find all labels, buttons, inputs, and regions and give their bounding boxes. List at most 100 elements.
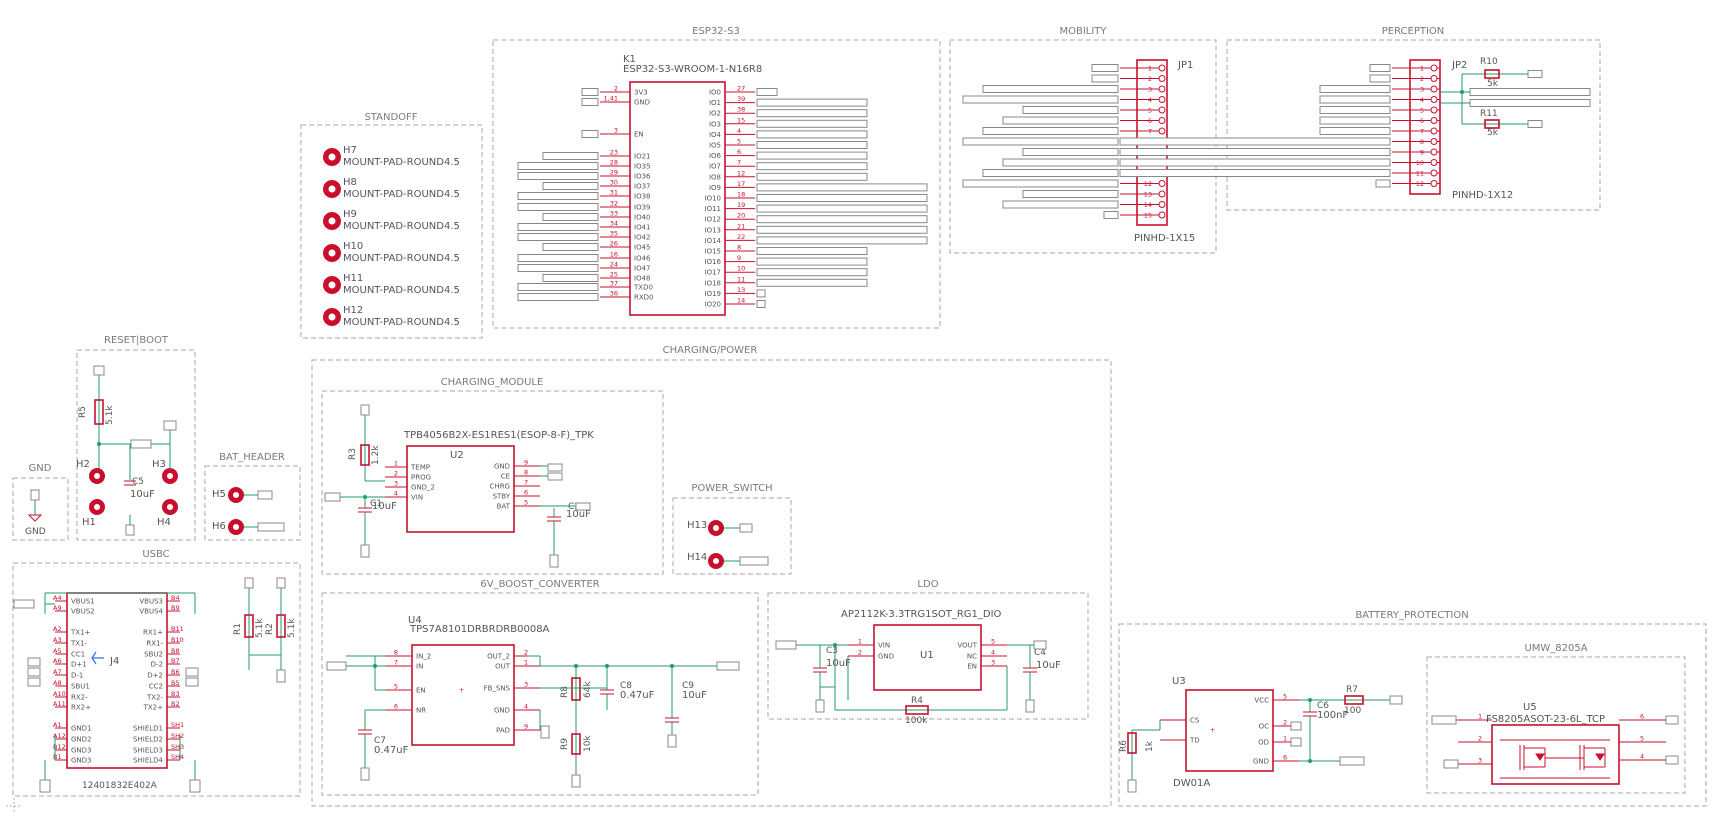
- junction-dot: [363, 495, 367, 499]
- junction-dot: [1308, 698, 1312, 702]
- net-label: [1527, 70, 1543, 78]
- j4-ref: J4: [109, 656, 119, 667]
- mount-hole-center: [328, 281, 336, 289]
- power-switch: H13 H14: [687, 520, 769, 569]
- frame-usbc: USBC: [12, 549, 301, 797]
- junction-dot: [373, 664, 377, 668]
- pin-name: GND_2: [411, 484, 435, 492]
- pin-socket: [1430, 169, 1438, 177]
- pin-name: IO39: [634, 204, 650, 212]
- r2-value: 5.1k: [287, 618, 297, 638]
- pin-number: 8: [394, 649, 398, 657]
- net-label: [27, 667, 41, 677]
- net-label: [1443, 759, 1459, 769]
- pin-number: 3: [1148, 86, 1152, 94]
- u4-value: TPS7A8101DRBRDRB0008A: [409, 624, 550, 635]
- usbc-left-pins: VBUS1A4VBUS2A9TX1+A2TX1-A3CC1A5D+1A6D-1A…: [53, 594, 95, 765]
- pin-number: 1,41: [604, 95, 618, 103]
- pin-name: GND1: [71, 725, 92, 733]
- pin-number: 2: [1420, 75, 1424, 83]
- net-label: [1119, 158, 1391, 167]
- pin-name: TD: [1189, 737, 1200, 745]
- pin-number: 32: [610, 200, 618, 208]
- pin-number: 4: [991, 649, 995, 657]
- pin-number: A12: [53, 732, 66, 740]
- jp2-ref: JP2: [1451, 60, 1467, 71]
- pin-name: GND: [494, 707, 510, 715]
- pin-number: 4: [1640, 753, 1644, 761]
- pin-number: A5: [53, 647, 62, 655]
- r3-ref: R3: [348, 448, 358, 460]
- pin-name: TX1+: [70, 629, 91, 637]
- esp32-ref: K1: [623, 54, 636, 65]
- net-label: [542, 243, 599, 251]
- pin-number: 4: [524, 703, 528, 711]
- pin-socket: [1430, 75, 1438, 82]
- pin-name: IO38: [634, 193, 650, 201]
- pin-number: 34: [610, 220, 618, 228]
- pin-number: 31: [610, 189, 618, 197]
- frame-boost: 6V_BOOST_CONVERTER: [321, 579, 759, 796]
- net-label: [517, 192, 599, 200]
- pin-number: 30: [610, 179, 618, 187]
- frame-title-boost: 6V_BOOST_CONVERTER: [480, 579, 599, 590]
- pin-name: GND3: [71, 747, 92, 755]
- net-label: [163, 420, 177, 431]
- pin-name: IO41: [634, 224, 650, 232]
- frame-title-umw-8205a: UMW_8205A: [1524, 643, 1587, 654]
- u2-ref: U2: [450, 450, 464, 461]
- pin-number: 7: [1148, 128, 1152, 136]
- net-label: [756, 141, 868, 149]
- frame-title-charging-power: CHARGING/POWER: [663, 345, 758, 356]
- pin-number: 1: [1420, 65, 1424, 73]
- pin-number: 3: [614, 127, 618, 135]
- pin-number: 33: [610, 210, 618, 218]
- pin-number: B4: [171, 594, 180, 602]
- pin-name: VCC: [1254, 697, 1269, 705]
- pin-number: 2: [524, 649, 528, 657]
- net-label: [756, 289, 766, 298]
- r7-value: 100: [1344, 706, 1361, 716]
- mount-hole-ref: H11: [343, 273, 363, 284]
- pin-number: 13: [737, 286, 745, 294]
- pin-name: 3V3: [634, 89, 648, 97]
- pin-number: 7: [524, 479, 528, 487]
- c7-value: 0.47uF: [374, 745, 409, 756]
- frame-gnd: GND: [12, 463, 69, 541]
- resistor-r11: R11 5k: [1462, 109, 1528, 138]
- pin-number: 8: [524, 469, 528, 477]
- mount-hole-ref: H9: [343, 209, 357, 220]
- frame-title-mobility: MOBILITY: [1059, 26, 1107, 37]
- r11-value: 5k: [1487, 128, 1499, 138]
- frame-title-ldo: LDO: [917, 579, 938, 590]
- pin-number: B11: [171, 625, 184, 633]
- net-label: [962, 137, 1119, 146]
- pin-number: 1: [524, 659, 528, 667]
- pin-number: B10: [171, 636, 184, 644]
- pin-number: 27: [737, 85, 745, 93]
- pin-number: 21: [737, 222, 745, 230]
- pin-number: 2: [614, 85, 618, 93]
- pin-name: D-1: [71, 672, 83, 680]
- pin-number: 8: [737, 244, 741, 252]
- net-label: [1431, 715, 1457, 725]
- pin-name: VIN: [878, 642, 890, 650]
- r10-value: 5k: [1487, 79, 1499, 89]
- pin-name: IO21: [634, 153, 650, 161]
- pin-name: D-2: [151, 661, 163, 669]
- pin-number: 7: [1420, 128, 1424, 136]
- junction-dot: [1460, 90, 1464, 94]
- net-label: [756, 162, 868, 171]
- net-label: [1369, 64, 1391, 72]
- pin-name: VOUT: [957, 642, 977, 650]
- pin-socket: [1158, 75, 1166, 82]
- mount-hole-ref: H10: [343, 241, 363, 252]
- pin-number: 12: [1144, 180, 1152, 188]
- pin-number: 1: [1148, 65, 1152, 73]
- pin-number: B6: [171, 668, 180, 676]
- r8-value: 64k: [583, 681, 593, 698]
- net-label: [1319, 85, 1391, 93]
- pin-socket: [1430, 127, 1438, 135]
- pin-number: 9: [1420, 149, 1424, 157]
